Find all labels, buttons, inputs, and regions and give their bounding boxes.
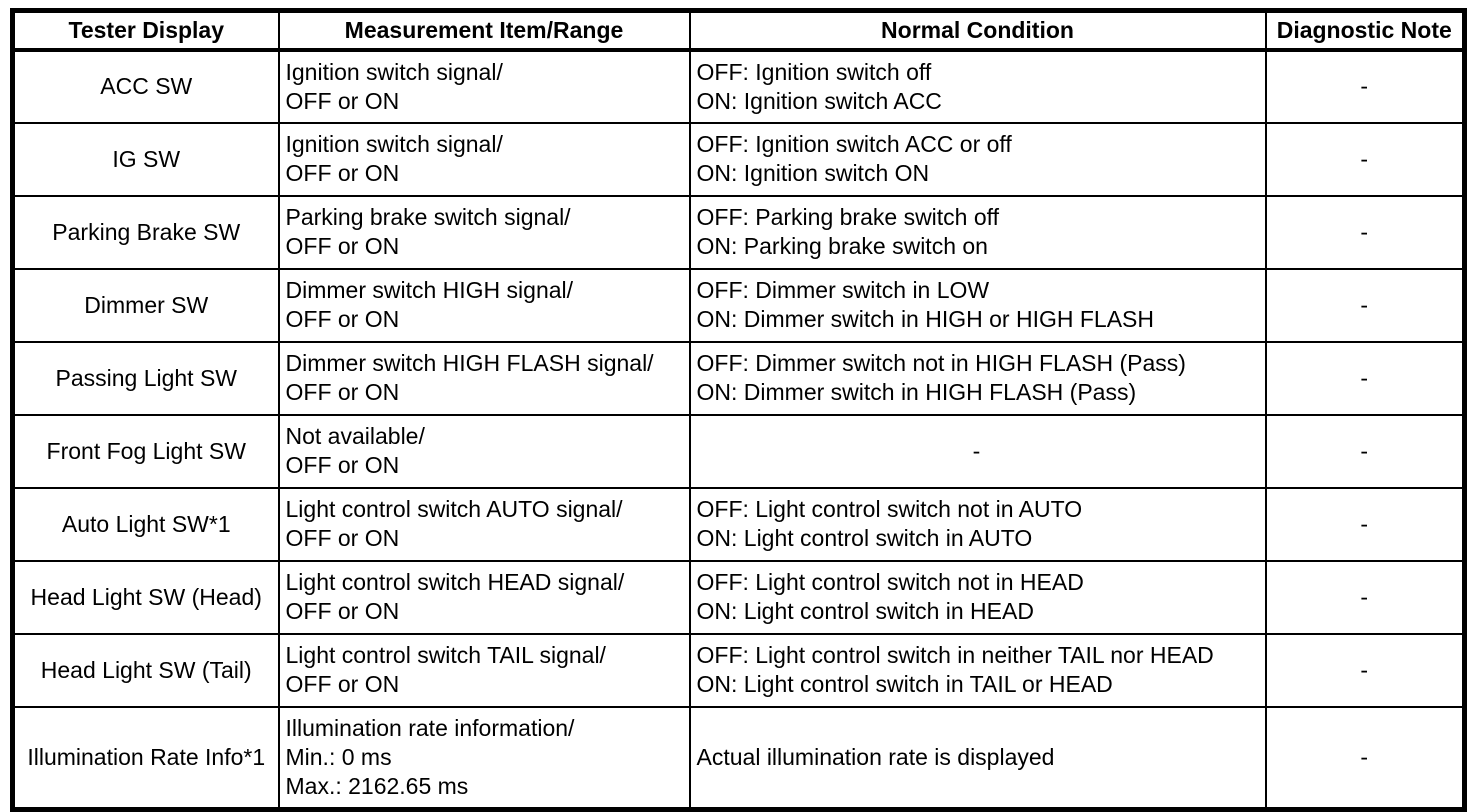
table-header: Tester Display Measurement Item/Range No… (11, 9, 1466, 52)
tester-display-cell: Illumination Rate Info*1 (11, 705, 280, 811)
header-row: Tester Display Measurement Item/Range No… (11, 9, 1466, 52)
tester-display-cell: Dimmer SW (11, 267, 280, 343)
measurement-item-range-cell: Ignition switch signal/ OFF or ON (277, 48, 691, 124)
normal-condition-cell: OFF: Light control switch not in HEAD ON… (688, 559, 1267, 635)
tester-display-cell: IG SW (11, 121, 280, 197)
measurement-item-range-cell: Dimmer switch HIGH FLASH signal/ OFF or … (277, 340, 691, 416)
normal-condition-cell: OFF: Ignition switch off ON: Ignition sw… (688, 48, 1267, 124)
normal-condition-cell: OFF: Ignition switch ACC or off ON: Igni… (688, 121, 1267, 197)
tester-display-cell: Front Fog Light SW (11, 413, 280, 489)
table-row: Illumination Rate Info*1 Illumination ra… (11, 705, 1466, 811)
tester-display-cell: Head Light SW (Tail) (11, 632, 280, 708)
column-header-tester-display: Tester Display (11, 9, 280, 52)
table-row: ACC SW Ignition switch signal/ OFF or ON… (11, 48, 1466, 124)
normal-condition-cell: OFF: Light control switch in neither TAI… (688, 632, 1267, 708)
measurement-item-range-cell: Ignition switch signal/ OFF or ON (277, 121, 691, 197)
normal-condition-cell: OFF: Light control switch not in AUTO ON… (688, 486, 1267, 562)
column-header-measurement-item-range: Measurement Item/Range (277, 9, 691, 52)
diagnostic-note-cell: - (1264, 340, 1466, 416)
table-row: Head Light SW (Head) Light control switc… (11, 559, 1466, 635)
table-row: Head Light SW (Tail) Light control switc… (11, 632, 1466, 708)
table-row: Dimmer SW Dimmer switch HIGH signal/ OFF… (11, 267, 1466, 343)
column-header-normal-condition: Normal Condition (688, 9, 1267, 52)
normal-condition-cell: OFF: Dimmer switch in LOW ON: Dimmer swi… (688, 267, 1267, 343)
measurement-item-range-cell: Light control switch HEAD signal/ OFF or… (277, 559, 691, 635)
diagnostic-note-cell: - (1264, 486, 1466, 562)
diagnostic-note-cell: - (1264, 632, 1466, 708)
diagnostic-note-cell: - (1264, 559, 1466, 635)
column-header-diagnostic-note: Diagnostic Note (1264, 9, 1466, 52)
table-row: Parking Brake SW Parking brake switch si… (11, 194, 1466, 270)
normal-condition-cell: OFF: Dimmer switch not in HIGH FLASH (Pa… (688, 340, 1267, 416)
diagnostic-note-cell: - (1264, 121, 1466, 197)
measurement-item-range-cell: Dimmer switch HIGH signal/ OFF or ON (277, 267, 691, 343)
measurement-item-range-cell: Parking brake switch signal/ OFF or ON (277, 194, 691, 270)
tester-display-cell: Head Light SW (Head) (11, 559, 280, 635)
diagnostic-note-cell: - (1264, 48, 1466, 124)
tester-display-cell: Parking Brake SW (11, 194, 280, 270)
measurement-item-range-cell: Light control switch TAIL signal/ OFF or… (277, 632, 691, 708)
table-row: Front Fog Light SW Not available/ OFF or… (11, 413, 1466, 489)
measurement-item-range-cell: Illumination rate information/ Min.: 0 m… (277, 705, 691, 811)
diagnostic-note-cell: - (1264, 194, 1466, 270)
normal-condition-cell: Actual illumination rate is displayed (688, 705, 1267, 811)
measurement-item-range-cell: Not available/ OFF or ON (277, 413, 691, 489)
tester-display-cell: Auto Light SW*1 (11, 486, 280, 562)
table-body: ACC SW Ignition switch signal/ OFF or ON… (11, 48, 1466, 811)
table-row: IG SW Ignition switch signal/ OFF or ON … (11, 121, 1466, 197)
diagnostic-note-cell: - (1264, 267, 1466, 343)
measurement-item-range-cell: Light control switch AUTO signal/ OFF or… (277, 486, 691, 562)
tester-display-cell: Passing Light SW (11, 340, 280, 416)
normal-condition-cell: OFF: Parking brake switch off ON: Parkin… (688, 194, 1267, 270)
table-row: Auto Light SW*1 Light control switch AUT… (11, 486, 1466, 562)
normal-condition-cell: - (688, 413, 1267, 489)
diagnostic-note-cell: - (1264, 705, 1466, 811)
tester-display-cell: ACC SW (11, 48, 280, 124)
table-row: Passing Light SW Dimmer switch HIGH FLAS… (11, 340, 1466, 416)
tester-data-table: Tester Display Measurement Item/Range No… (10, 8, 1467, 812)
diagnostic-note-cell: - (1264, 413, 1466, 489)
